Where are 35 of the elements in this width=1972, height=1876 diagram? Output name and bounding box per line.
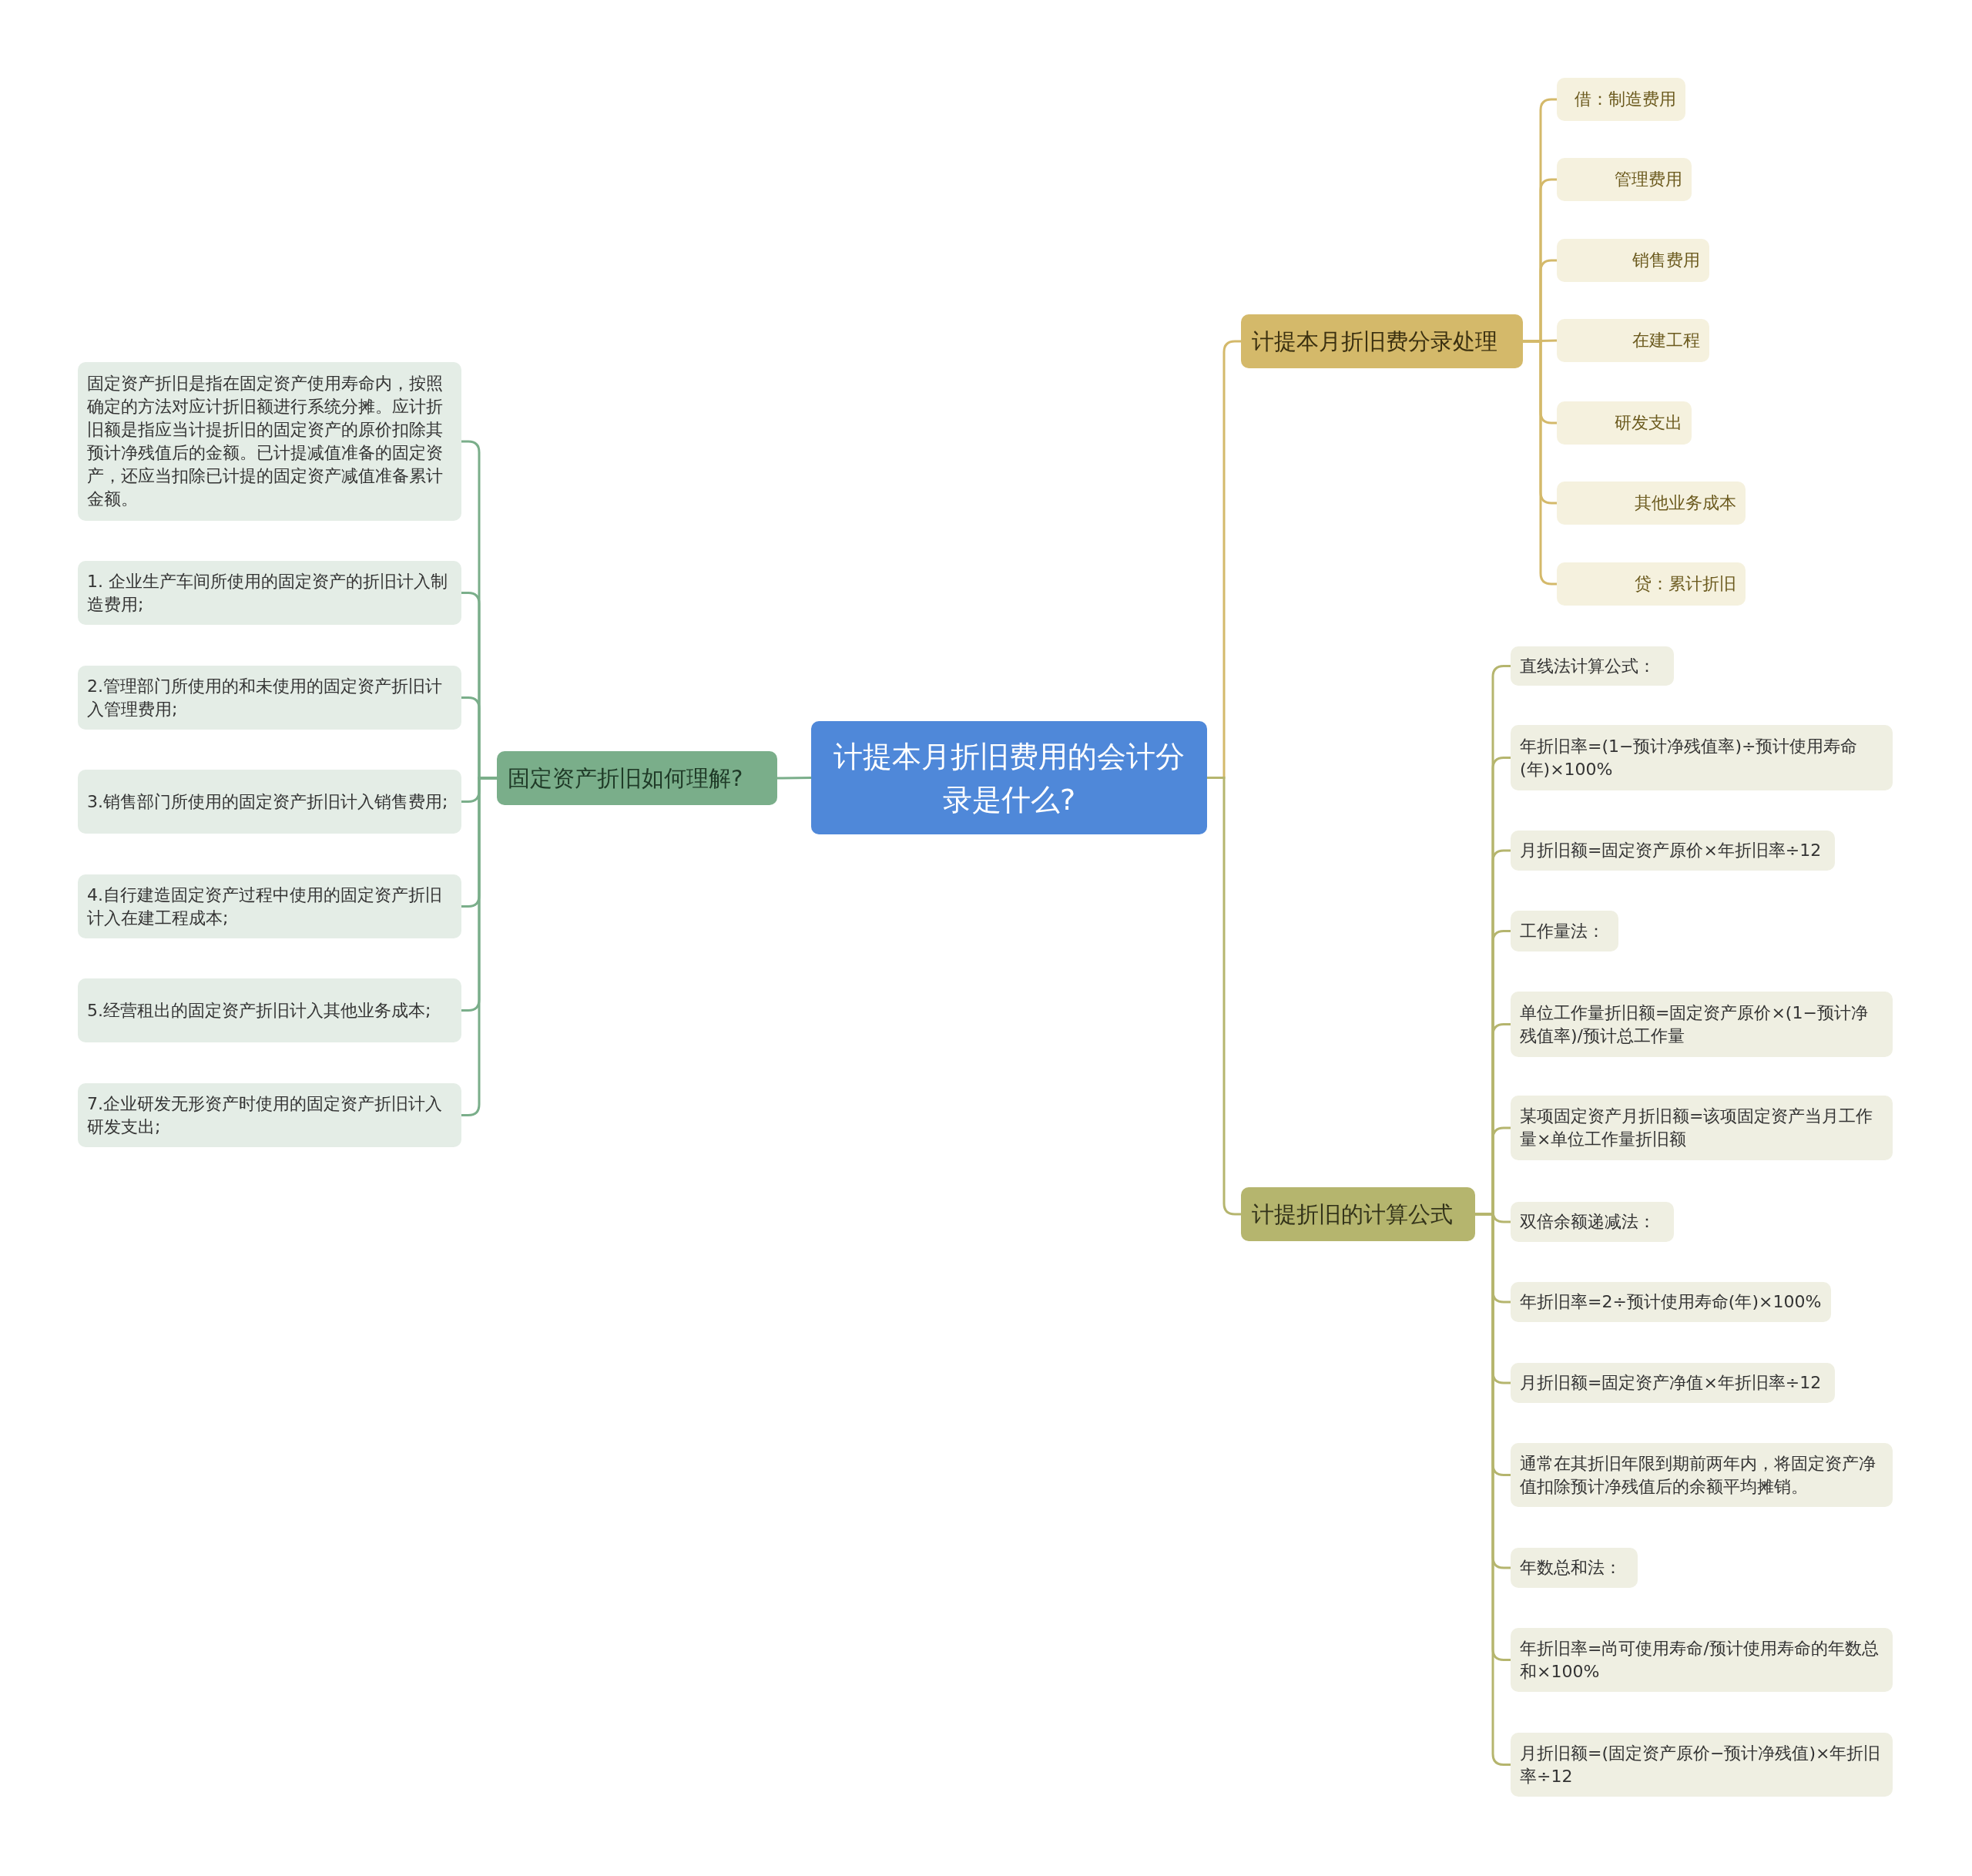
branch-topic: 计提本月折旧费分录处理 — [1241, 314, 1523, 368]
subtopic-box: 某项固定资产月折旧额=该项固定资产当月工作量×单位工作量折旧额 — [1511, 1096, 1893, 1160]
subtopic-box: 在建工程 — [1557, 319, 1709, 362]
connector — [461, 777, 497, 1116]
branch-topic: 计提折旧的计算公式 — [1241, 1187, 1475, 1241]
subtopic-box: 5.经营租出的固定资产折旧计入其他业务成本; — [78, 978, 461, 1042]
subtopic-box: 3.销售部门所使用的固定资产折旧计入销售费用; — [78, 770, 461, 834]
subtopic-box: 贷：累计折旧 — [1557, 562, 1746, 606]
subtopic-box: 1. 企业生产车间所使用的固定资产的折旧计入制造费用; — [78, 561, 461, 625]
subtopic-box: 月折旧额=固定资产净值×年折旧率÷12 — [1511, 1363, 1835, 1403]
subtopic-box: 年折旧率=(1−预计净残值率)÷预计使用寿命(年)×100% — [1511, 725, 1893, 790]
central-topic: 计提本月折旧费用的会计分录是什么? — [811, 721, 1207, 834]
connector — [777, 777, 811, 780]
subtopic-box: 年折旧率=2÷预计使用寿命(年)×100% — [1511, 1282, 1831, 1322]
subtopic-box: 管理费用 — [1557, 158, 1692, 201]
subtopic-box: 双倍余额递减法： — [1511, 1202, 1674, 1242]
subtopic-box: 借：制造费用 — [1557, 78, 1685, 121]
subtopic-box: 销售费用 — [1557, 239, 1709, 282]
branch-topic: 固定资产折旧如何理解? — [497, 751, 777, 805]
subtopic-box: 直线法计算公式： — [1511, 646, 1674, 686]
subtopic-box: 研发支出 — [1557, 401, 1692, 445]
connector — [1522, 339, 1558, 343]
subtopic-box: 月折旧额=固定资产原价×年折旧率÷12 — [1511, 831, 1835, 871]
subtopic-box: 7.企业研发无形资产时使用的固定资产折旧计入研发支出; — [78, 1083, 461, 1147]
subtopic-box: 年折旧率=尚可使用寿命/预计使用寿命的年数总和×100% — [1511, 1628, 1893, 1692]
subtopic-box: 4.自行建造固定资产过程中使用的固定资产折旧计入在建工程成本; — [78, 874, 461, 938]
subtopic-box: 单位工作量折旧额=固定资产原价×(1−预计净残值率)/预计总工作量 — [1511, 992, 1893, 1057]
subtopic-box: 年数总和法： — [1511, 1548, 1638, 1588]
subtopic-box: 2.管理部门所使用的和未使用的固定资产折旧计入管理费用; — [78, 666, 461, 730]
subtopic-box: 工作量法： — [1511, 911, 1618, 951]
subtopic-box: 固定资产折旧是指在固定资产使用寿命内，按照确定的方法对应计折旧额进行系统分摊。应计折旧额是指应当计提折旧的固定资产的原价扣除其预计净残值后的金额。已计提减值准备的固定资产，还应当扣除已计提的固定资产减值准备累计金额。 — [78, 362, 461, 521]
subtopic-box: 通常在其折旧年限到期前两年内，将固定资产净值扣除预计净残值后的余额平均摊销。 — [1511, 1443, 1893, 1507]
subtopic-box: 其他业务成本 — [1557, 482, 1746, 525]
subtopic-box: 月折旧额=(固定资产原价−预计净残值)×年折旧率÷12 — [1511, 1733, 1893, 1797]
connector — [1523, 340, 1557, 586]
